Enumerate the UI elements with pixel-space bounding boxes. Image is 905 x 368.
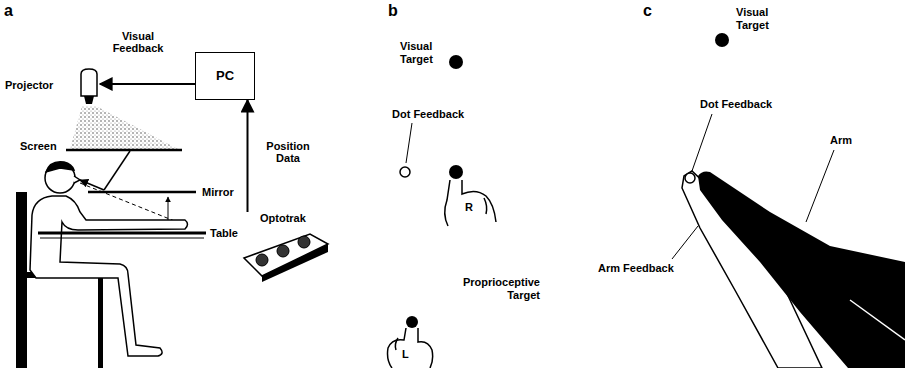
camera-lens [298,236,310,248]
mirror-line [88,191,196,194]
panel-letter: b [388,2,398,20]
feedback-label: Dot Feedback [700,98,772,111]
camera-bar-side [262,244,328,282]
leader-line [406,123,412,163]
left-hand [388,328,433,368]
screen-line [66,149,182,152]
node-label: Projector [5,79,53,91]
table-edge [40,238,204,239]
camera-lens [256,254,268,266]
optotrak-camera: Optotrak [240,212,335,282]
signal-arrow [100,83,195,85]
signal-label: Position Data [258,140,318,164]
feedback-label: Arm Feedback [598,262,674,275]
seated-person [30,162,188,356]
part-label: Mirror [202,186,234,199]
visual-target-dot [715,33,729,47]
projector-device: Projector [5,68,100,106]
table-top [38,232,206,235]
projector-icon [78,68,100,106]
signal-arrow [247,100,249,212]
chair-back [16,192,27,368]
leader-line [672,226,698,259]
part-label: Table [210,227,238,240]
right-hand [445,180,496,226]
target-label: Visual Target [400,40,446,66]
light-ray [80,180,104,190]
light-ray [104,151,130,190]
part-label: Screen [20,140,57,153]
feedback-label: Dot Feedback [392,108,464,121]
dot-feedback-circle [400,167,410,177]
projector-lens [84,96,94,104]
computer-box: PC [195,52,255,100]
signal-label: Visual Feedback [110,30,166,54]
target-label: Proprioceptive Target [448,276,540,302]
proprioceptive-target-dot [406,316,418,328]
projector-body [81,69,97,96]
elbow-crease [850,300,905,340]
projection-cone [70,106,178,149]
hand-letter: L [402,348,409,361]
optotrak-icon [240,230,335,282]
gaze-line [80,183,182,224]
arm-silhouette [698,172,905,368]
finger-dot [449,165,463,179]
target-label: Visual Target [736,6,782,32]
panel-letter: c [643,2,652,20]
camera-lens [277,245,289,257]
dot-feedback-circle [685,173,695,183]
visual-target-dot [449,55,463,69]
part-label: Arm [830,134,852,147]
chair-leg [98,278,103,368]
node-label: Optotrak [260,212,306,224]
leader-line [806,150,834,222]
panel-letter: a [4,2,13,20]
hand-letter: R [465,201,473,214]
node-label: PC [196,68,254,83]
leader-line [692,114,712,171]
